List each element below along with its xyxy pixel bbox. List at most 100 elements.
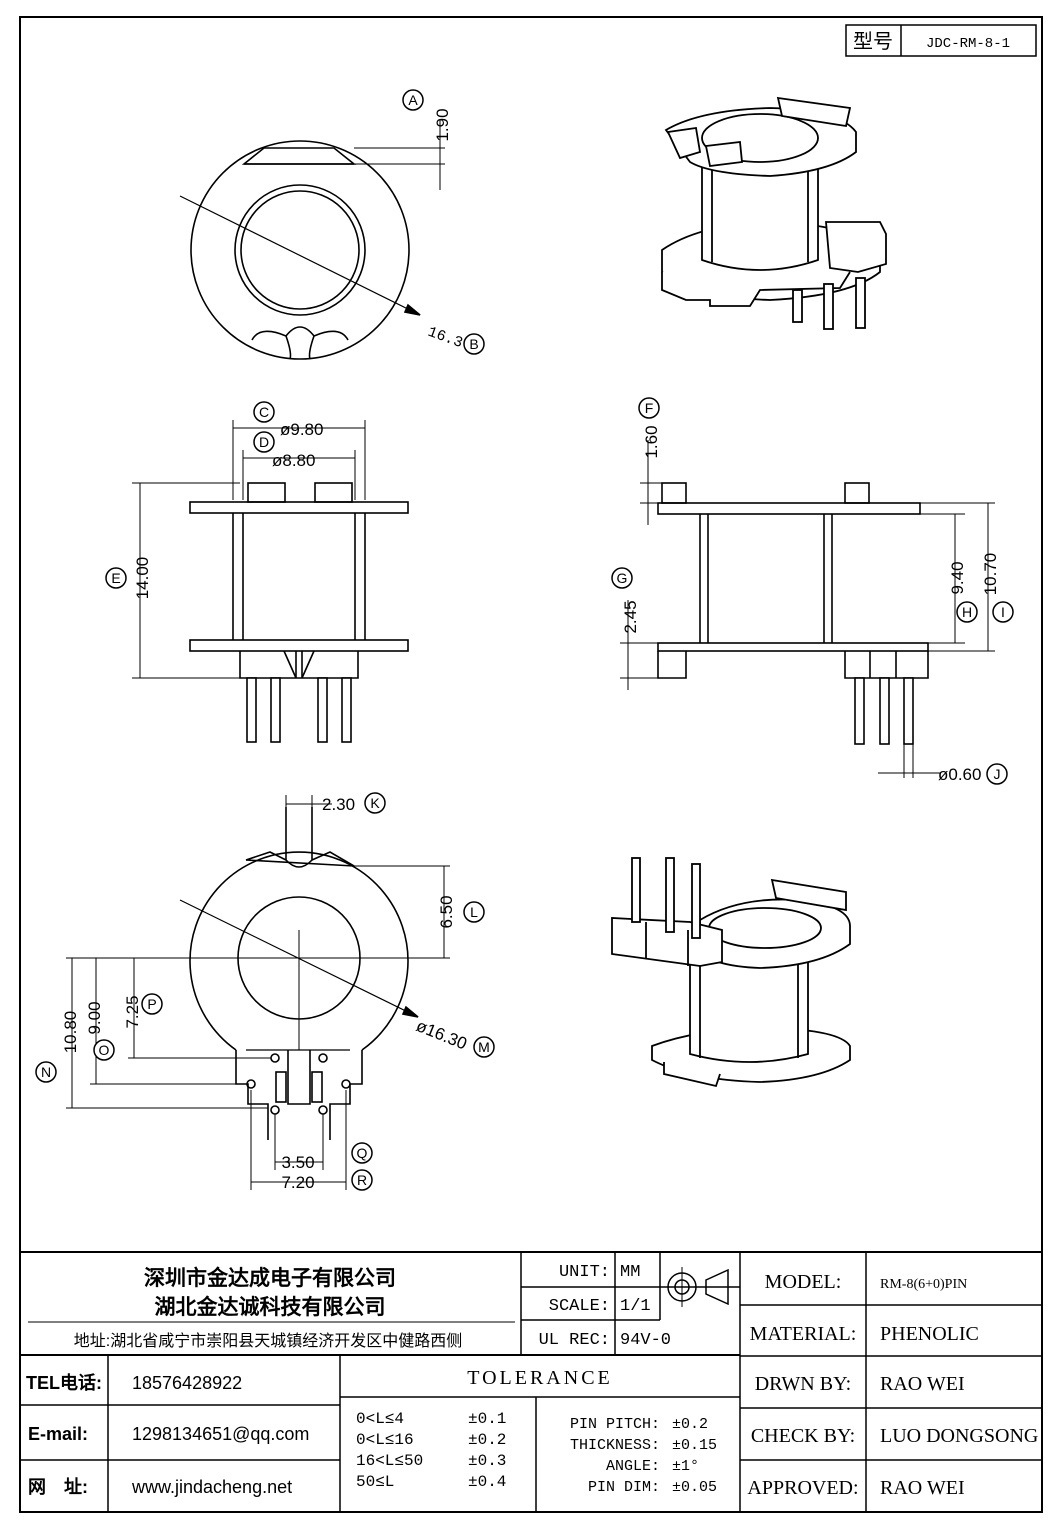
tolerance-range: 50≤L <box>356 1473 394 1491</box>
marker-d <box>253 431 275 453</box>
marker-letter: H <box>962 604 972 620</box>
info-value: PHENOLIC <box>880 1323 979 1345</box>
dim-O: 9.00 <box>85 1001 104 1034</box>
tolerance-extra-value: ±0.05 <box>672 1479 717 1496</box>
info-value: RM-8(6+0)PIN <box>880 1277 967 1292</box>
tel-value: 18576428922 <box>132 1373 242 1393</box>
marker-letter: O <box>99 1042 110 1058</box>
unit-value: MM <box>620 1263 640 1282</box>
ulrec-value: 94V-0 <box>620 1331 671 1350</box>
marker-h <box>956 601 978 623</box>
tolerance-table: 0<L≤4 ±0.1 0<L≤16 ±0.2 16<L≤50 ±0.3 50≤L ±0.4 PI… <box>356 1410 717 1496</box>
dim-R: 7.20 <box>281 1173 314 1192</box>
email-value: 1298134651@qq.com <box>132 1424 309 1444</box>
info-value: RAO WEI <box>880 1373 965 1395</box>
company-address: 地址:湖北省咸宁市崇阳县天城镇经济开发区中健路西侧 <box>74 1332 462 1350</box>
marker-letter: K <box>370 795 380 811</box>
marker-c <box>253 401 275 423</box>
website-value: www.jindacheng.net <box>131 1477 292 1497</box>
info-value: RAO WEI <box>880 1477 965 1499</box>
marker-n <box>35 1061 57 1083</box>
tolerance-extra-value: ±0.2 <box>672 1416 708 1433</box>
tolerance-extra-label: PIN PITCH: <box>570 1416 660 1433</box>
marker-letter: B <box>469 336 478 352</box>
iso-view-bottom <box>611 857 851 1088</box>
dim-F: 1.60 <box>642 425 661 458</box>
tolerance-value: ±0.4 <box>468 1473 506 1491</box>
side-view <box>620 440 995 778</box>
tolerance-extra-label: ANGLE: <box>606 1458 660 1475</box>
tolerance-extra-value: ±0.15 <box>672 1437 717 1454</box>
marker-b <box>463 333 485 355</box>
dim-N: 10.80 <box>61 1011 80 1054</box>
unit-label: UNIT: <box>559 1263 610 1282</box>
marker-letter: N <box>41 1064 51 1080</box>
marker-k <box>364 792 386 814</box>
tolerance-extra-value: ±1° <box>672 1458 699 1475</box>
marker-r <box>351 1169 373 1191</box>
info-table: MODEL: RM-8(6+0)PIN MATERIAL: PHENOLIC DRWN … <box>747 1271 1038 1499</box>
dim-E: 14.00 <box>133 557 152 600</box>
tolerance-value: ±0.3 <box>468 1452 506 1470</box>
info-label: APPROVED: <box>747 1477 858 1499</box>
marker-e <box>105 567 127 589</box>
marker-letter: F <box>645 400 654 416</box>
marker-letter: C <box>259 404 269 420</box>
tolerance-value: ±0.1 <box>468 1410 506 1428</box>
marker-a <box>402 89 424 111</box>
marker-l <box>463 901 485 923</box>
marker-letter: P <box>147 996 156 1012</box>
top-view <box>179 120 445 360</box>
website-label: 网 址: <box>28 1477 88 1497</box>
marker-letter: D <box>259 434 269 450</box>
marker-letter: I <box>1001 604 1005 620</box>
tolerance-range: 0<L≤4 <box>356 1410 404 1428</box>
dim-B: 16.3 <box>425 324 465 352</box>
tolerance-range: 16<L≤50 <box>356 1452 423 1470</box>
marker-j <box>986 763 1008 785</box>
sheet-border <box>19 16 1043 1513</box>
marker-o <box>93 1039 115 1061</box>
tolerance-value: ±0.2 <box>468 1431 506 1449</box>
tolerance-range: 0<L≤16 <box>356 1431 414 1449</box>
marker-letter: E <box>111 570 120 586</box>
marker-p <box>141 993 163 1015</box>
info-label: DRWN BY: <box>755 1373 852 1395</box>
marker-letter: G <box>617 570 628 586</box>
info-value: LUO DONGSONG <box>880 1425 1038 1447</box>
dim-G: 2.45 <box>621 600 640 633</box>
dim-D: ø8.80 <box>272 451 315 470</box>
marker-i <box>992 601 1014 623</box>
marker-q <box>351 1142 373 1164</box>
dim-K: 2.30 <box>322 795 355 814</box>
marker-letter: M <box>478 1039 490 1055</box>
company-name-1: 深圳市金达成电子有限公司 <box>144 1266 396 1290</box>
marker-letter: Q <box>357 1145 368 1161</box>
model-box-label: 型号 <box>853 30 893 53</box>
info-label: MATERIAL: <box>750 1323 857 1345</box>
company-name-2: 湖北金达诚科技有限公司 <box>155 1295 386 1319</box>
dim-I: 10.70 <box>981 553 1000 596</box>
title-block <box>20 1251 1042 1512</box>
marker-f <box>638 397 660 419</box>
iso-view-top <box>661 96 887 330</box>
model-box: 型号 JDC-RM-8-1 <box>845 24 1037 57</box>
dim-J: ø0.60 <box>938 765 981 784</box>
marker-letter: R <box>357 1172 367 1188</box>
info-label: CHECK BY: <box>751 1425 855 1447</box>
info-label: MODEL: <box>765 1271 842 1293</box>
marker-letter: L <box>470 904 478 920</box>
dim-L: 6.50 <box>437 895 456 928</box>
scale-label: SCALE: <box>549 1297 610 1316</box>
dim-Q: 3.50 <box>281 1153 314 1172</box>
model-box-value: JDC-RM-8-1 <box>926 36 1010 52</box>
dim-C: ø9.80 <box>280 420 323 439</box>
tolerance-extra-label: THICKNESS: <box>570 1437 660 1454</box>
marker-m <box>473 1036 495 1058</box>
dim-M: ø16.30 <box>414 1016 470 1053</box>
front-view <box>132 420 409 743</box>
bottom-view <box>66 795 450 1190</box>
dim-A: 1.90 <box>433 108 452 141</box>
tel-label: TEL电话: <box>26 1372 102 1393</box>
